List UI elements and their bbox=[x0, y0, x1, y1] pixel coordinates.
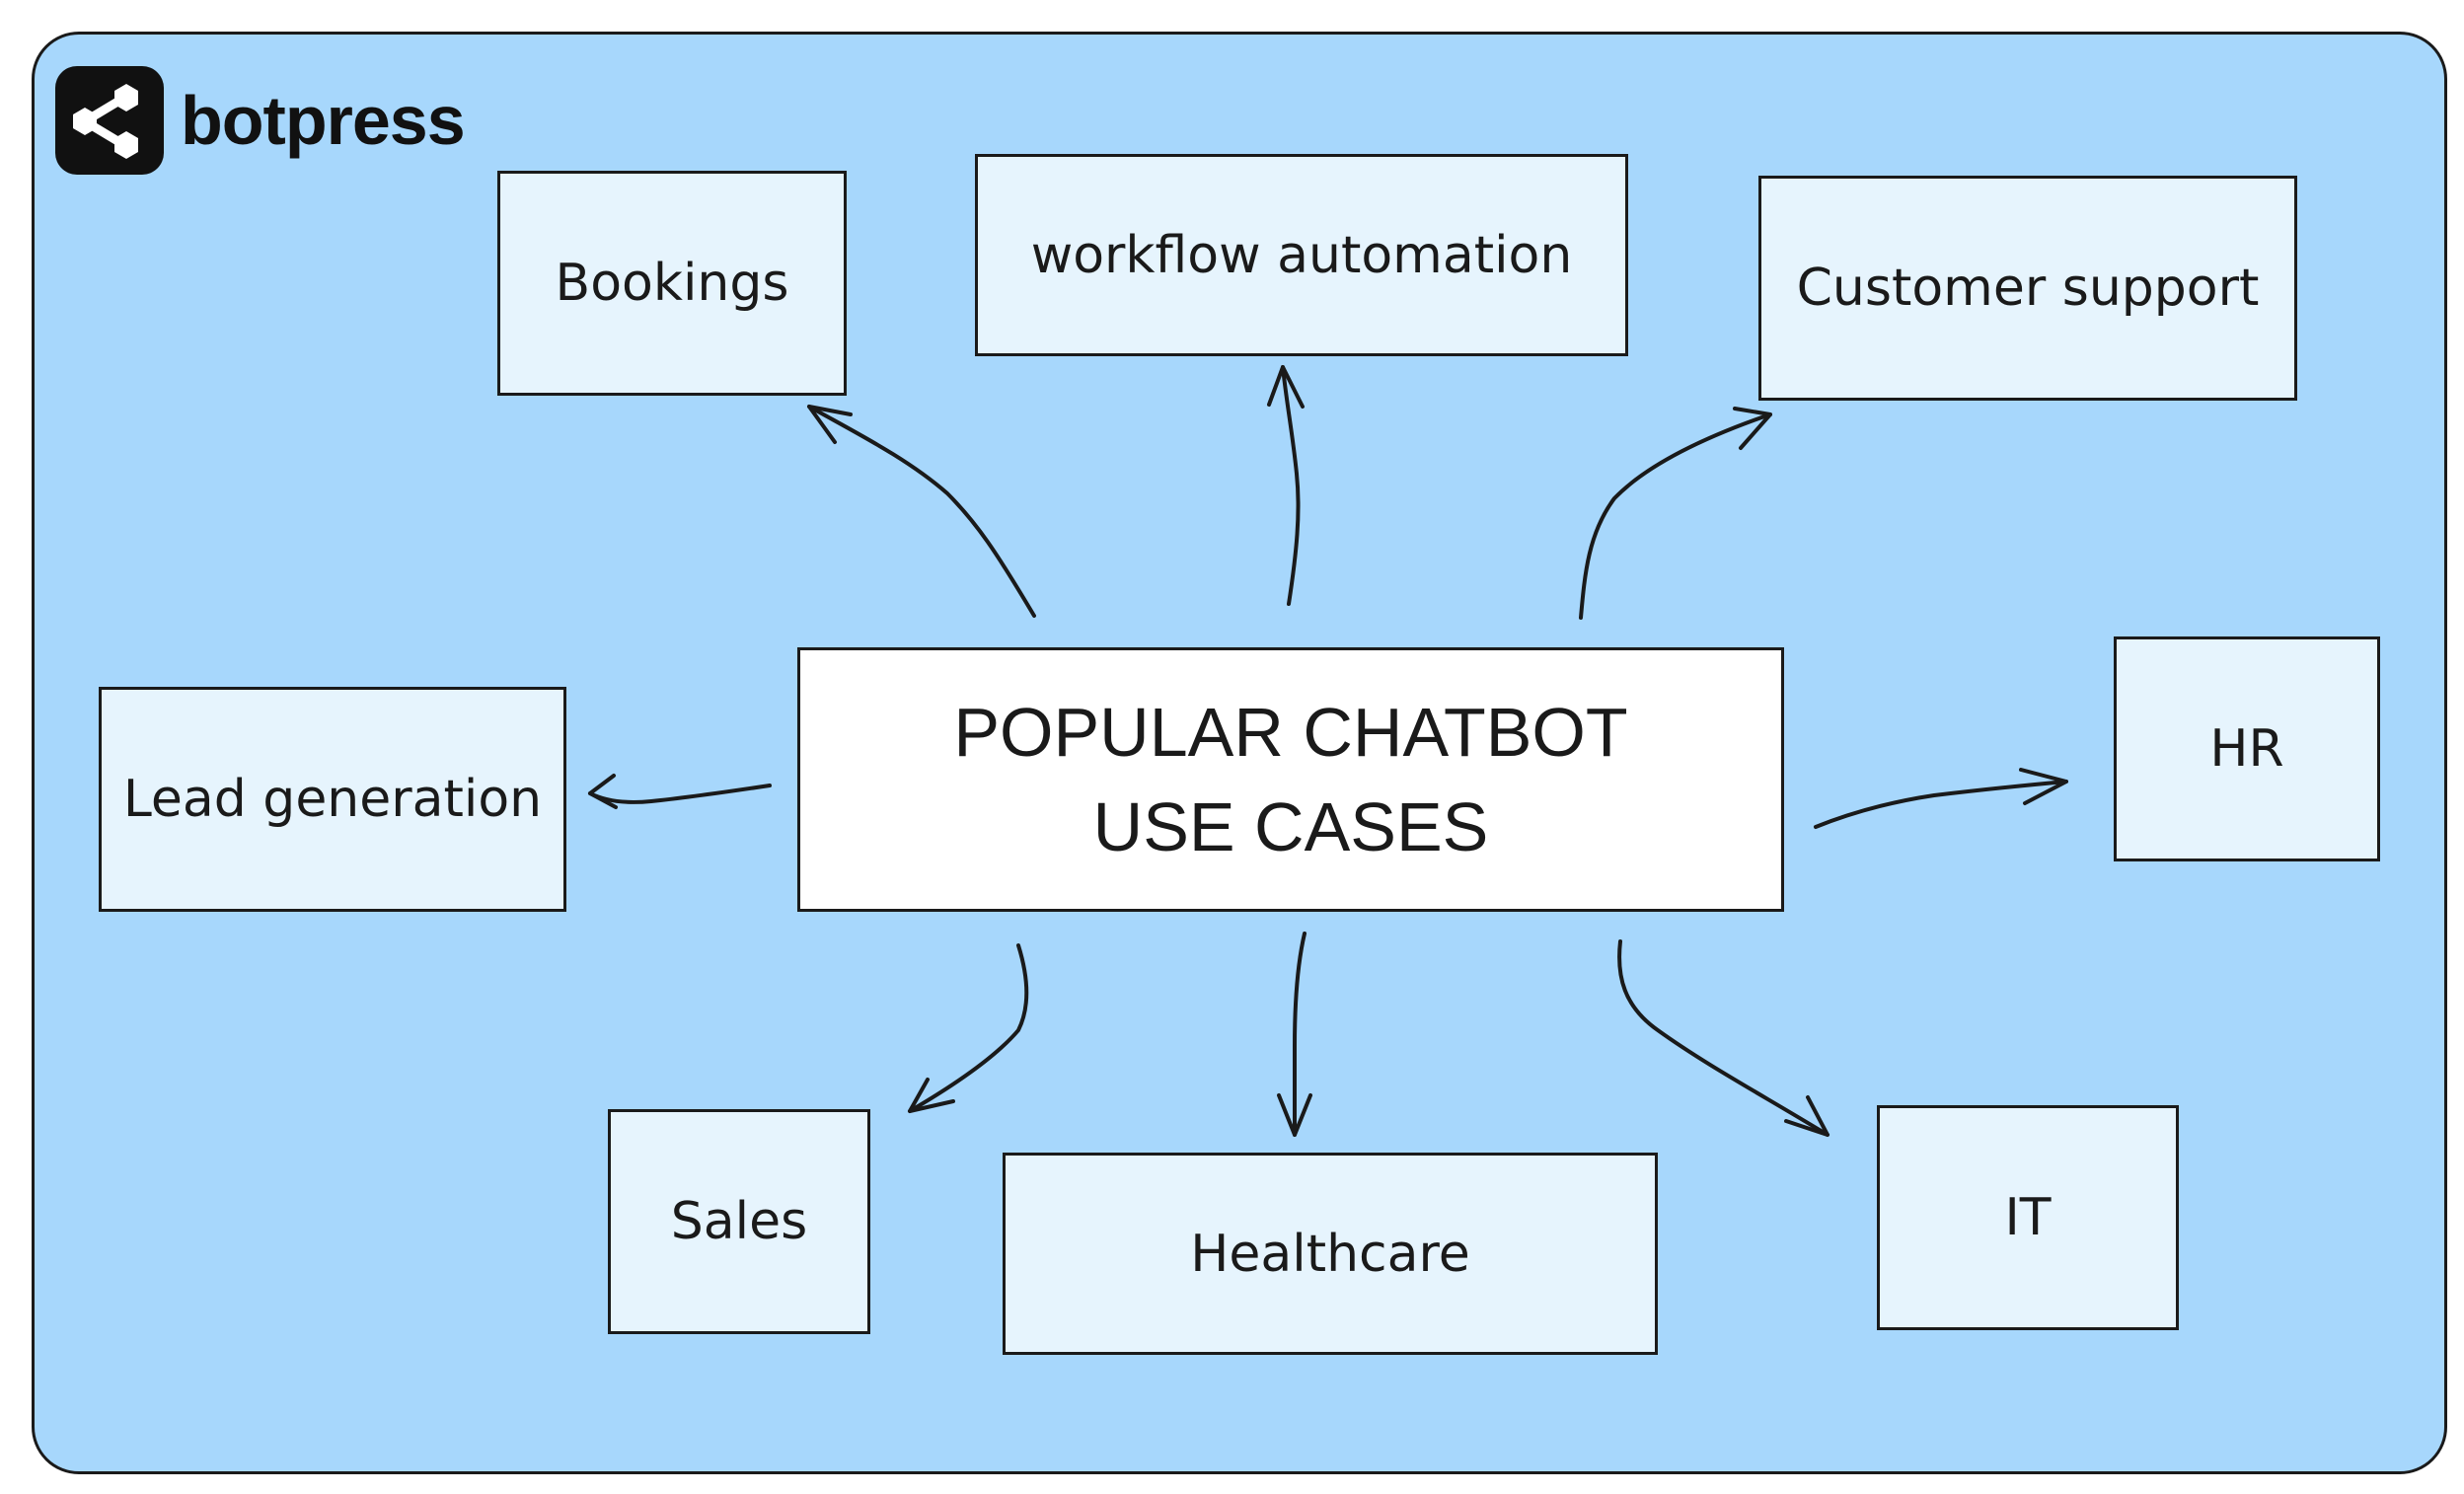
box-workflow-automation: workflow automation bbox=[975, 154, 1628, 356]
box-it: IT bbox=[1877, 1105, 2179, 1330]
box-bookings: Bookings bbox=[497, 171, 847, 396]
box-healthcare-label: Healthcare bbox=[1190, 1224, 1470, 1284]
box-sales: Sales bbox=[608, 1109, 870, 1334]
box-bookings-label: Bookings bbox=[555, 254, 789, 313]
box-customer-support-label: Customer support bbox=[1796, 259, 2260, 318]
center-title-line1: POPULAR CHATBOT bbox=[953, 694, 1628, 771]
box-sales-label: Sales bbox=[670, 1192, 808, 1251]
box-it-label: IT bbox=[2004, 1188, 2052, 1247]
box-healthcare: Healthcare bbox=[1003, 1153, 1658, 1355]
box-customer-support: Customer support bbox=[1758, 176, 2297, 401]
box-lead-generation: Lead generation bbox=[99, 687, 566, 912]
center-title-box: POPULAR CHATBOT USE CASES bbox=[797, 647, 1784, 912]
brand-name: botpress bbox=[181, 82, 466, 159]
center-title-line2: USE CASES bbox=[1092, 788, 1489, 865]
box-workflow-automation-label: workflow automation bbox=[1030, 225, 1573, 285]
box-hr-label: HR bbox=[2209, 719, 2284, 779]
botpress-logo-icon bbox=[55, 66, 164, 175]
box-lead-generation-label: Lead generation bbox=[122, 770, 543, 829]
box-hr: HR bbox=[2114, 636, 2380, 861]
